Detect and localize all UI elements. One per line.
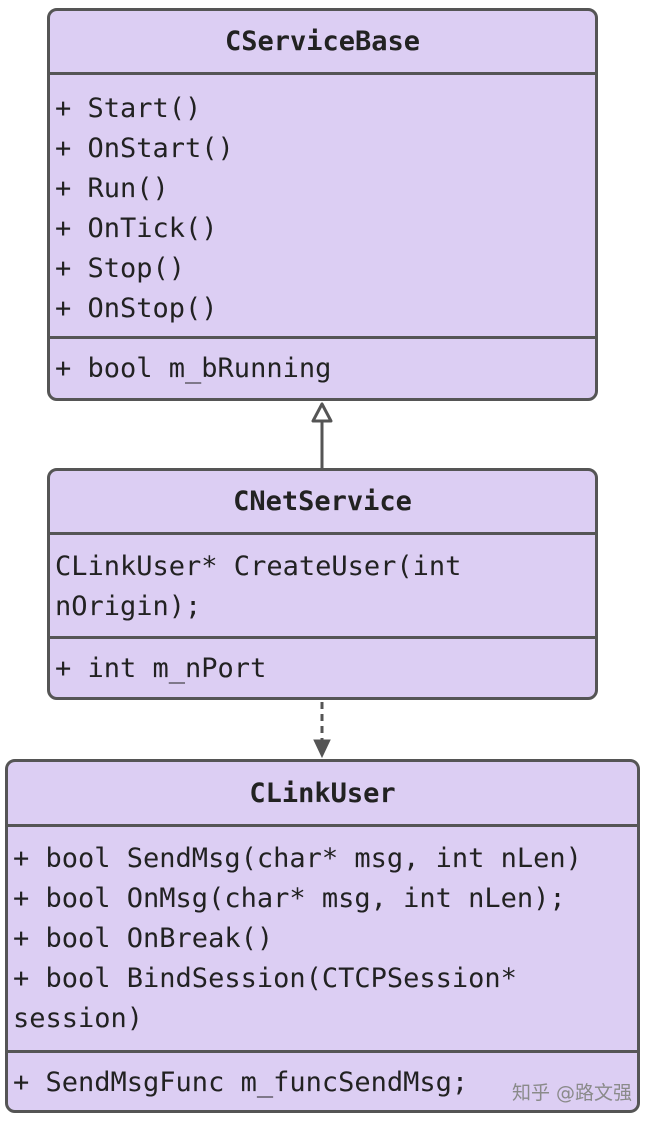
field: + int m_nPort — [55, 653, 267, 684]
method: + Stop() — [55, 253, 186, 284]
method: + OnTick() — [55, 213, 218, 244]
class-clinkuser: CLinkUser + bool SendMsg(char* msg, int … — [5, 759, 640, 1113]
field: + bool m_bRunning — [55, 353, 332, 384]
class-name: CServiceBase — [50, 11, 595, 75]
method: + OnStart() — [55, 133, 234, 164]
method: + OnStop() — [55, 293, 218, 324]
method: + bool OnBreak() — [13, 923, 274, 954]
method: CLinkUser* CreateUser(int — [55, 551, 462, 582]
method: nOrigin); — [55, 591, 202, 622]
method: + bool SendMsg(char* msg, int nLen) — [13, 843, 582, 874]
fields-section: + SendMsgFunc m_funcSendMsg; — [8, 1053, 637, 1103]
method: session) — [13, 1003, 144, 1034]
fields-section: + bool m_bRunning — [50, 339, 595, 389]
method: + Run() — [55, 173, 169, 204]
watermark: 知乎 @路文强 — [511, 1082, 632, 1104]
class-name: CLinkUser — [8, 762, 637, 827]
class-name: CNetService — [50, 471, 595, 535]
class-cservicebase: CServiceBase + Start() + OnStart() + Run… — [47, 8, 598, 401]
methods-section: + Start() + OnStart() + Run() + OnTick()… — [50, 75, 595, 339]
methods-section: CLinkUser* CreateUser(int nOrigin); — [50, 535, 595, 639]
method: + Start() — [55, 93, 202, 124]
class-cnetservice: CNetService CLinkUser* CreateUser(int nO… — [47, 468, 598, 700]
field: + SendMsgFunc m_funcSendMsg; — [13, 1067, 469, 1098]
dependency-arrowhead-icon — [313, 739, 331, 759]
fields-section: + int m_nPort — [50, 639, 595, 689]
method: + bool BindSession(CTCPSession* — [13, 963, 517, 994]
methods-section: + bool SendMsg(char* msg, int nLen) + bo… — [8, 827, 637, 1053]
method: + bool OnMsg(char* msg, int nLen); — [13, 883, 566, 914]
inheritance-arrowhead-icon — [311, 402, 333, 423]
